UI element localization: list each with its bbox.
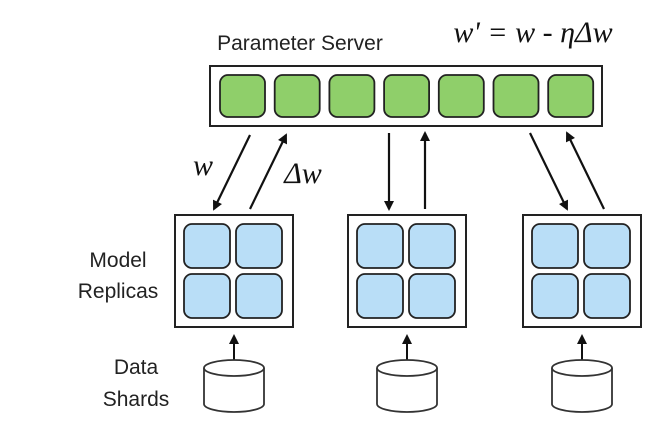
param-w-label: w	[193, 149, 213, 182]
grad-up-arrow-1	[249, 133, 287, 210]
replica-cells	[356, 223, 456, 319]
data-shard-3	[551, 334, 613, 413]
model-replica-3	[522, 214, 642, 328]
replica-parameter-cell	[356, 273, 404, 319]
parameter-server-title: Parameter Server	[217, 32, 383, 55]
parameter-cell	[383, 74, 431, 118]
replica-cells	[531, 223, 631, 319]
model-replica-1	[174, 214, 294, 328]
replica-parameter-cell	[583, 273, 631, 319]
grad-up-arrow-3	[566, 131, 605, 210]
data-shard-1	[203, 334, 265, 413]
model-replicas-label-line2: Replicas	[78, 280, 159, 303]
replica-parameter-cell	[356, 223, 404, 269]
parameter-cell	[547, 74, 595, 118]
parameter-cell	[219, 74, 266, 118]
param-down-arrow-3	[529, 132, 568, 211]
parameter-cell	[437, 74, 485, 118]
database-cylinder-icon	[551, 359, 613, 413]
replica-parameter-cell	[183, 223, 231, 269]
replica-parameter-cell	[408, 273, 456, 319]
replica-parameter-cell	[408, 223, 456, 269]
parameter-cell	[492, 74, 540, 118]
update-rule-equation: w' = w - ηΔw	[453, 16, 612, 49]
replica-parameter-cell	[183, 273, 231, 319]
replica-cells	[183, 223, 283, 319]
database-cylinder-icon	[376, 359, 438, 413]
data-shard-2	[376, 334, 438, 413]
database-cylinder-icon	[203, 359, 265, 413]
data-shards-label-line2: Shards	[103, 388, 170, 411]
model-replicas-label-line1: Model	[89, 249, 146, 272]
gradient-delta-w-label: Δw	[283, 157, 322, 190]
parameter-server-cells	[219, 74, 595, 118]
replica-parameter-cell	[235, 223, 283, 269]
replica-parameter-cell	[531, 223, 579, 269]
data-shards-label-line1: Data	[114, 356, 159, 379]
replica-parameter-cell	[235, 273, 283, 319]
param-down-arrow-1	[213, 134, 251, 211]
parameter-cell	[328, 74, 376, 118]
model-replica-2	[347, 214, 467, 328]
replica-parameter-cell	[531, 273, 579, 319]
replica-parameter-cell	[583, 223, 631, 269]
parameter-cell	[273, 74, 321, 118]
